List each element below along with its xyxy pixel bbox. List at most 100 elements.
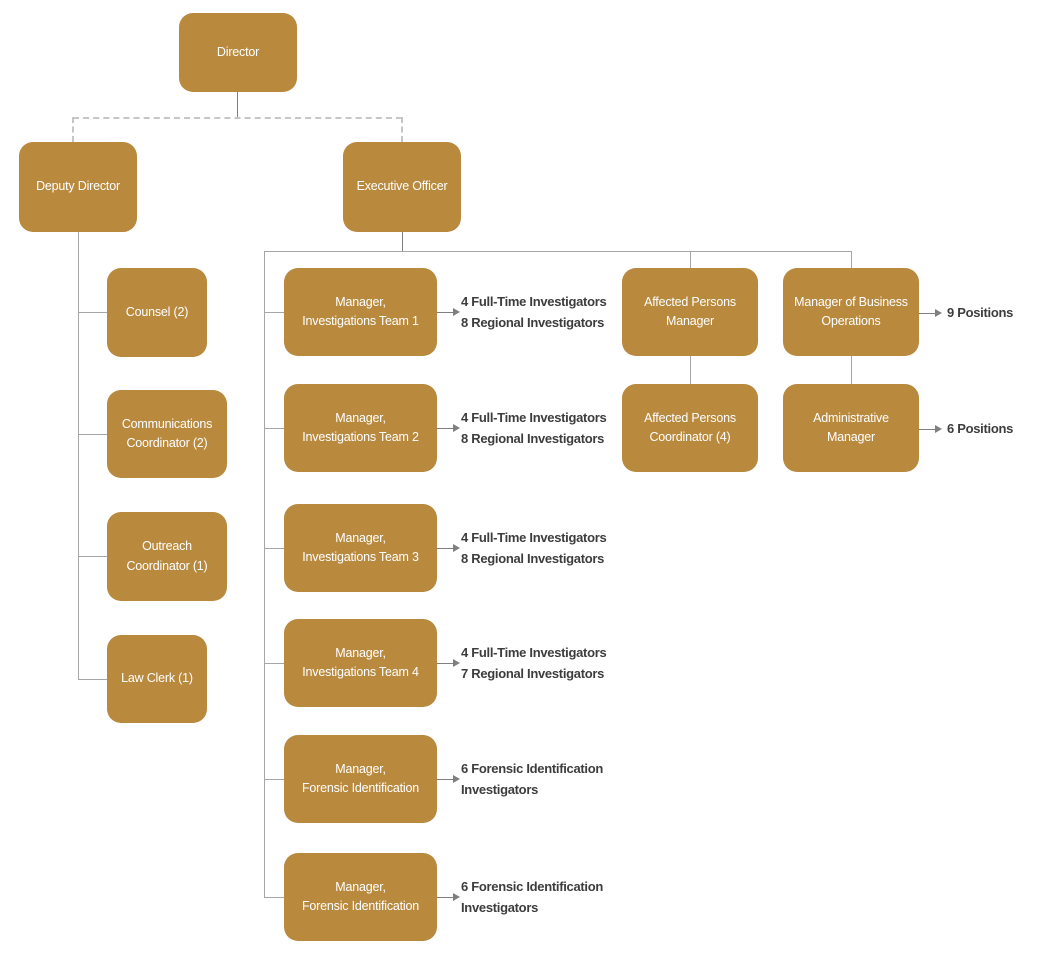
org-node-label-line1: Outreach bbox=[142, 539, 192, 554]
arrow-head-team4-icon bbox=[453, 659, 460, 667]
connector-stub-team3 bbox=[264, 548, 284, 549]
org-node-label-line2: Manager bbox=[827, 430, 875, 444]
annotation-line2: 8 Regional Investigators bbox=[461, 551, 605, 566]
arrow-head-team3-icon bbox=[453, 544, 460, 552]
connector-stub-counsel bbox=[78, 312, 107, 313]
org-node-label-line2: Coordinator (1) bbox=[126, 558, 208, 573]
org-node-mgr-investigations-team4: Manager, Investigations Team 4 bbox=[284, 619, 437, 707]
connector-drop-business-ops bbox=[851, 251, 852, 268]
annotation-team4-staff: 4 Full-Time Investigators 7 Regional Inv… bbox=[461, 642, 607, 684]
connector-stub-forensic1 bbox=[264, 779, 284, 780]
connector-drop-affected-persons bbox=[690, 251, 691, 268]
arrow-business-ops bbox=[919, 313, 935, 314]
org-node-label-line1: Manager, bbox=[335, 879, 386, 894]
annotation-line2: 8 Regional Investigators bbox=[461, 431, 605, 446]
connector-executive-drop bbox=[402, 232, 403, 251]
connector-dashed-executive-drop bbox=[401, 117, 403, 142]
annotation-business-ops-staff: 9 Positions bbox=[947, 303, 1013, 323]
arrow-team4 bbox=[437, 663, 453, 664]
org-node-label: Law Clerk (1) bbox=[121, 671, 193, 686]
annotation-line2: 7 Regional Investigators bbox=[461, 666, 605, 681]
org-node-mgr-investigations-team2: Manager, Investigations Team 2 bbox=[284, 384, 437, 472]
connector-managers-rail bbox=[264, 251, 265, 897]
connector-stub-outreach bbox=[78, 556, 107, 557]
arrow-forensic1 bbox=[437, 779, 453, 780]
arrow-head-forensic2-icon bbox=[453, 893, 460, 901]
org-node-label-line1: Manager, bbox=[335, 645, 386, 660]
org-node-label-line2: Coordinator (2) bbox=[126, 436, 208, 450]
connector-stub-law-clerk bbox=[78, 679, 107, 680]
annotation-line1: 4 Full-Time Investigators bbox=[461, 410, 607, 425]
annotation-line1: 4 Full-Time Investigators bbox=[461, 530, 607, 545]
org-node-administrative-manager: Administrative Manager bbox=[783, 384, 919, 472]
connector-stub-team4 bbox=[264, 663, 284, 664]
org-node-label-line1: Manager, bbox=[335, 294, 386, 309]
annotation-admin-mgr-staff: 6 Positions bbox=[947, 419, 1013, 439]
org-node-affected-persons-manager: Affected Persons Manager bbox=[622, 268, 758, 356]
annotation-forensic1-staff: 6 Forensic Identification Investigators bbox=[461, 758, 603, 800]
annotation-team1-staff: 4 Full-Time Investigators 8 Regional Inv… bbox=[461, 291, 607, 333]
connector-stub-team1 bbox=[264, 312, 284, 313]
org-node-label-line2: Investigations Team 2 bbox=[302, 430, 419, 444]
arrow-head-business-ops-icon bbox=[935, 309, 942, 317]
arrow-head-admin-manager-icon bbox=[935, 425, 942, 433]
arrow-head-forensic1-icon bbox=[453, 775, 460, 783]
annotation-line1: 4 Full-Time Investigators bbox=[461, 645, 607, 660]
org-node-label-line2: Investigations Team 1 bbox=[302, 314, 419, 328]
arrow-team3 bbox=[437, 548, 453, 549]
annotation-team2-staff: 4 Full-Time Investigators 8 Regional Inv… bbox=[461, 407, 607, 449]
annotation-label: 9 Positions bbox=[947, 305, 1014, 320]
org-node-director: Director bbox=[179, 13, 297, 92]
org-node-deputy-director: Deputy Director bbox=[19, 142, 137, 232]
org-node-label-line1: Administrative bbox=[813, 410, 889, 425]
connector-stub-team2 bbox=[264, 428, 284, 429]
org-node-affected-persons-coordinator: Affected Persons Coordinator (4) bbox=[622, 384, 758, 472]
annotation-forensic2-staff: 6 Forensic Identification Investigators bbox=[461, 876, 603, 918]
connector-executive-bus bbox=[264, 251, 851, 252]
annotation-line2: Investigators bbox=[461, 782, 539, 797]
org-node-outreach-coordinator: Outreach Coordinator (1) bbox=[107, 512, 227, 601]
org-node-label: Counsel (2) bbox=[125, 304, 189, 319]
connector-director-drop bbox=[237, 92, 238, 117]
org-node-label: Deputy Director bbox=[36, 179, 120, 194]
org-node-label-line2: Investigations Team 4 bbox=[302, 665, 419, 679]
org-node-mgr-investigations-team1: Manager, Investigations Team 1 bbox=[284, 268, 437, 356]
org-node-label-line2: Forensic Identification bbox=[302, 899, 419, 913]
connector-dashed-horizontal bbox=[73, 117, 402, 119]
org-node-law-clerk: Law Clerk (1) bbox=[107, 635, 207, 723]
arrow-admin-manager bbox=[919, 429, 935, 430]
org-node-mgr-forensic-identification-2: Manager, Forensic Identification bbox=[284, 853, 437, 941]
org-node-label-line2: Forensic Identification bbox=[302, 781, 419, 795]
org-node-label-line1: Affected Persons bbox=[644, 410, 736, 425]
org-node-label-line2: Investigations Team 3 bbox=[302, 550, 419, 564]
arrow-team2 bbox=[437, 428, 453, 429]
org-node-communications-coordinator: Communications Coordinator (2) bbox=[107, 390, 227, 478]
org-node-label-line1: Manager, bbox=[335, 410, 386, 425]
arrow-head-team1-icon bbox=[453, 308, 460, 316]
org-node-mgr-forensic-identification-1: Manager, Forensic Identification bbox=[284, 735, 437, 823]
org-node-mgr-investigations-team3: Manager, Investigations Team 3 bbox=[284, 504, 437, 592]
org-node-label-line1: Manager of Business bbox=[794, 294, 908, 309]
annotation-label: 6 Positions bbox=[947, 421, 1014, 436]
org-node-label-line2: Coordinator (4) bbox=[649, 430, 731, 444]
connector-deputy-rail bbox=[78, 232, 79, 679]
org-node-counsel: Counsel (2) bbox=[107, 268, 207, 357]
annotation-line1: 6 Forensic Identification bbox=[461, 761, 604, 776]
org-node-label-line2: Operations bbox=[821, 314, 881, 328]
org-node-executive-officer: Executive Officer bbox=[343, 142, 461, 232]
org-node-label-line2: Manager bbox=[666, 314, 714, 328]
annotation-line2: Investigators bbox=[461, 900, 539, 915]
connector-affected-coordinator bbox=[690, 356, 691, 384]
arrow-head-team2-icon bbox=[453, 424, 460, 432]
annotation-line2: 8 Regional Investigators bbox=[461, 315, 605, 330]
connector-stub-forensic2 bbox=[264, 897, 284, 898]
org-node-label-line1: Communications bbox=[121, 416, 213, 431]
org-node-label: Director bbox=[216, 44, 260, 59]
connector-admin-manager bbox=[851, 356, 852, 384]
org-node-label-line1: Manager, bbox=[335, 761, 386, 776]
arrow-forensic2 bbox=[437, 897, 453, 898]
org-node-label-line1: Manager, bbox=[335, 530, 386, 545]
org-node-label: Executive Officer bbox=[356, 179, 448, 194]
annotation-team3-staff: 4 Full-Time Investigators 8 Regional Inv… bbox=[461, 527, 607, 569]
